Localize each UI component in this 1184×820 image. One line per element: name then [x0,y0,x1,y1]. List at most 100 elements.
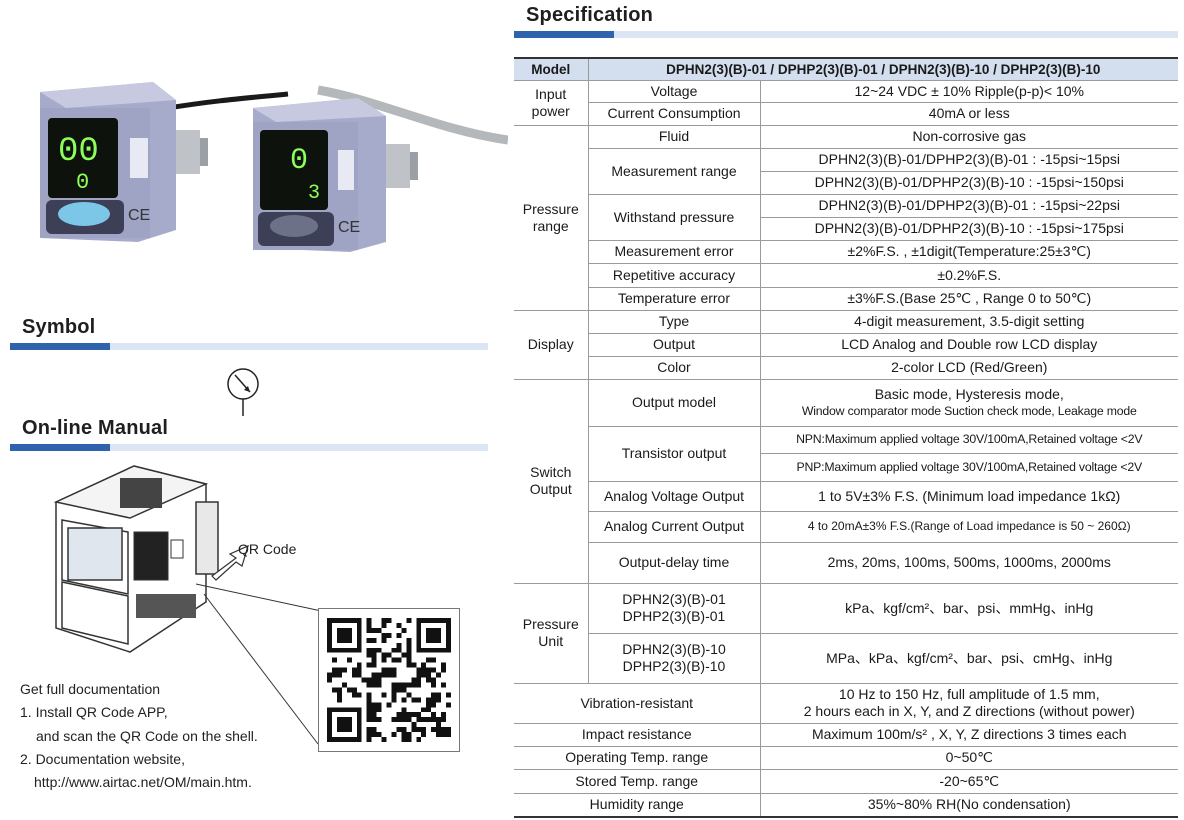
value-output-model: Basic mode, Hysteresis mode, Window comp… [759,378,1179,427]
table-row: PNP:Maximum applied voltage 30V/100mA,Re… [514,452,1179,482]
label-impact: Impact resistance [514,722,761,747]
arrow-pointer-icon [211,544,249,581]
value-output-delay: 2ms, 20ms, 100ms, 500ms, 1000ms, 2000ms [759,541,1179,584]
manual-website-link[interactable]: http://www.airtac.net/OM/main.htm. [34,774,252,791]
group-switch-output: Switch Output [514,378,589,584]
manual-instructions: Get full documentation 1. Install QR Cod… [20,678,258,794]
table-row: Display Type 4-digit measurement, 3.5-di… [514,309,1179,380]
table-row: Current Consumption 40mA or less [514,101,1179,126]
value-pu-2: MPa、kPa、kgf/cm²、bar、psi、cmHg、inHg [759,632,1179,684]
header-model: Model [514,57,589,81]
table-row: Measurement range DPHN2(3)(B)-01/DPHP2(3… [514,147,1179,195]
label-withstand-pressure: Withstand pressure [588,193,761,241]
table-row: Input power Voltage 12~24 VDC ± 10% Ripp… [514,79,1179,126]
svg-text:0: 0 [76,170,89,195]
label-analog-voltage: Analog Voltage Output [588,480,761,512]
manual-heading: On-line Manual [22,417,169,439]
table-row: Analog Current Output 4 to 20mA±3% F.S.(… [514,510,1179,543]
label-color: Color [588,355,761,380]
table-row: Measurement error ±2%F.S. , ±1digit(Temp… [514,239,1179,264]
manual-line: 1. Install QR Code APP, [20,704,168,721]
value-measurement-error: ±2%F.S. , ±1digit(Temperature:25±3℃) [759,239,1179,264]
symbol-heading-bar [10,343,488,350]
value-output-model-line: Window comparator mode Suction check mod… [801,403,1137,418]
value-vibration: 10 Hz to 150 Hz, full amplitude of 1.5 m… [759,682,1179,724]
label-pu-model-2: DPHN2(3)(B)-10 DPHP2(3)(B)-10 [588,632,761,684]
header-models: DPHN2(3)(B)-01 / DPHP2(3)(B)-01 / DPHN2(… [587,57,1179,81]
value-output-model-line: Basic mode, Hysteresis mode, [874,385,1064,402]
value-npn: NPN:Maximum applied voltage 30V/100mA,Re… [759,425,1179,454]
pu-model-line: DPHN2(3)(B)-10 [622,641,726,657]
table-row: Humidity range 35%~80% RH(No condensatio… [514,792,1179,818]
group-display: Display [514,309,589,380]
label-operating-temp: Operating Temp. range [514,745,761,770]
manual-heading-bar [10,444,488,451]
table-row: Pressure Unit DPHN2(3)(B)-01 DPHP2(3)(B)… [514,582,1179,684]
value-measurement-range-2: DPHN2(3)(B)-01/DPHP2(3)(B)-10 : -15psi~1… [760,170,1179,195]
device-line-drawing [16,462,466,752]
table-row: Operating Temp. range 0~50℃ [514,745,1179,770]
value-pu-1: kPa、kgf/cm²、bar、psi、mmHg、inHg [759,582,1179,634]
value-stored-temp: -20~65℃ [759,768,1179,794]
table-row: Stored Temp. range -20~65℃ [514,768,1179,794]
qr-code[interactable] [318,608,460,752]
table-row: Withstand pressure DPHN2(3)(B)-01/DPHP2(… [514,193,1179,241]
table-row: Model DPHN2(3)(B)-01 / DPHP2(3)(B)-01 / … [514,57,1179,81]
value-fluid: Non-corrosive gas [759,124,1179,149]
value-humidity: 35%~80% RH(No condensation) [759,792,1179,818]
label-transistor-output: Transistor output [588,425,761,482]
value-vibration-line: 2 hours each in X, Y, and Z directions (… [803,703,1135,719]
group-input-power: Input power [514,79,589,126]
symbol-heading: Symbol [22,316,96,338]
specification-table: Model DPHN2(3)(B)-01 / DPHP2(3)(B)-01 / … [514,57,1179,818]
product-photo: 00 0 CE 0 3 CE [18,60,509,270]
svg-text:0: 0 [290,144,308,178]
value-impact: Maximum 100m/s² , X, Y, Z directions 3 t… [759,722,1179,747]
table-row: Transistor output NPN:Maximum applied vo… [514,425,1179,482]
label-measurement-error: Measurement error [588,239,761,264]
table-row: Impact resistance Maximum 100m/s² , X, Y… [514,722,1179,747]
value-temperature-error: ±3%F.S.(Base 25℃ , Range 0 to 50℃) [759,286,1179,311]
label-repetitive-accuracy: Repetitive accuracy [588,262,761,288]
svg-text:CE: CE [128,207,150,224]
label-current: Current Consumption [588,101,761,126]
value-repetitive-accuracy: ±0.2%F.S. [759,262,1179,288]
label-analog-current: Analog Current Output [588,510,761,543]
value-operating-temp: 0~50℃ [759,745,1179,770]
table-row: Switch Output Output model Basic mode, H… [514,378,1179,584]
value-type: 4-digit measurement, 3.5-digit setting [759,309,1179,334]
qr-code-label: QR Code [238,541,297,557]
value-analog-current: 4 to 20mA±3% F.S.(Range of Load impedanc… [759,510,1179,543]
pu-model-line: DPHP2(3)(B)-01 [622,608,726,624]
value-vibration-line: 10 Hz to 150 Hz, full amplitude of 1.5 m… [838,686,1100,702]
value-voltage: 12~24 VDC ± 10% Ripple(p-p)< 10% [759,79,1179,103]
table-row: Output LCD Analog and Double row LCD dis… [514,332,1179,357]
group-pressure-range: Pressure range [514,124,589,311]
manual-line: Get full documentation [20,681,161,697]
group-pressure-unit: Pressure Unit [514,582,589,684]
table-row: DPHN2(3)(B)-01/DPHP2(3)(B)-10 : -15psi~1… [514,216,1179,241]
value-pnp: PNP:Maximum applied voltage 30V/100mA,Re… [760,452,1179,482]
label-temperature-error: Temperature error [588,286,761,311]
label-measurement-range: Measurement range [588,147,761,195]
table-row: Output-delay time 2ms, 20ms, 100ms, 500m… [514,541,1179,584]
label-voltage: Voltage [587,79,761,103]
label-vibration: Vibration-resistant [514,682,761,724]
table-row: Vibration-resistant 10 Hz to 150 Hz, ful… [514,682,1179,724]
label-stored-temp: Stored Temp. range [514,768,761,794]
label-output: Output [588,332,761,357]
value-withstand-1: DPHN2(3)(B)-01/DPHP2(3)(B)-01 : -15psi~2… [759,193,1179,218]
label-pu-model-1: DPHN2(3)(B)-01 DPHP2(3)(B)-01 [587,582,761,634]
label-fluid: Fluid [587,124,761,149]
table-row: Color 2-color LCD (Red/Green) [514,355,1179,380]
table-row: DPHN2(3)(B)-01/DPHP2(3)(B)-10 : -15psi~1… [514,170,1179,195]
manual-line: and scan the QR Code on the shell. [36,727,258,744]
label-humidity: Humidity range [514,792,761,818]
table-row: Temperature error ±3%F.S.(Base 25℃ , Ran… [514,286,1179,311]
pu-model-line: DPHP2(3)(B)-10 [622,658,726,674]
value-analog-voltage: 1 to 5V±3% F.S. (Minimum load impedance … [759,480,1179,512]
label-output-delay: Output-delay time [588,541,761,584]
label-output-model: Output model [587,378,761,427]
svg-text:3: 3 [308,182,320,205]
table-row: Pressure range Fluid Non-corrosive gas [514,124,1179,311]
